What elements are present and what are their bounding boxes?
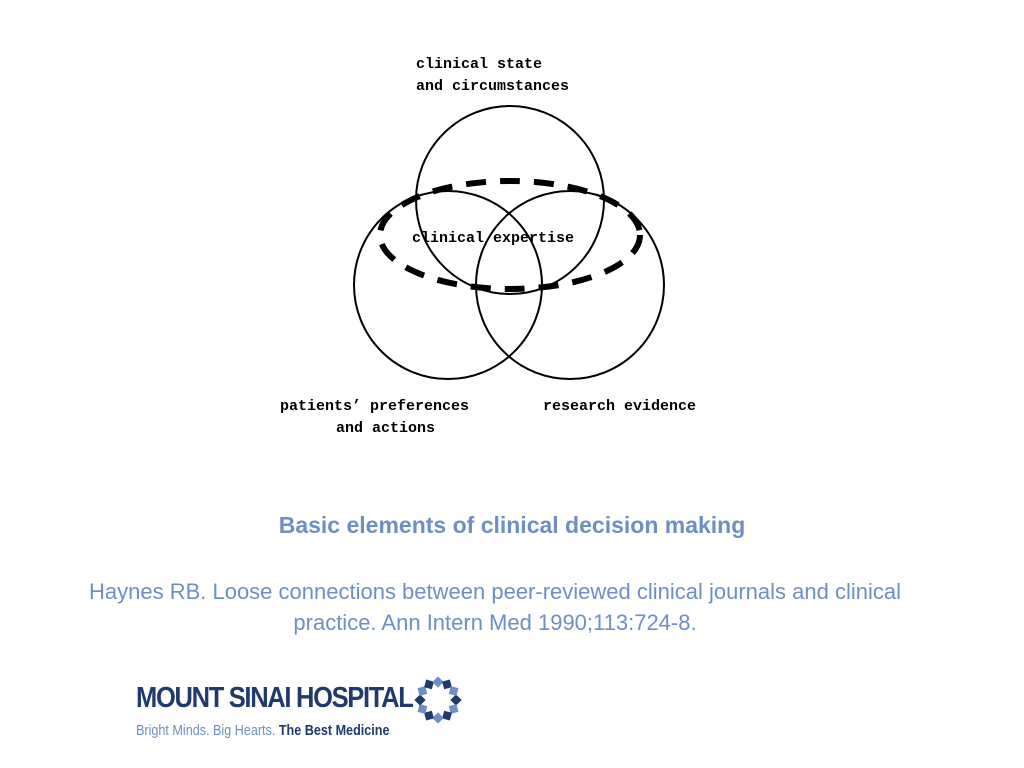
clinical-expertise-ellipse (377, 178, 643, 292)
logo-wordmark: MOUNT SINAI HOSPITAL (136, 682, 414, 714)
logo-tagline: Bright Minds. Big Hearts. The Best Medic… (136, 722, 389, 739)
star-segment (424, 710, 434, 721)
star-segment (417, 686, 428, 696)
star-segment (424, 679, 434, 690)
star-of-david-icon (414, 676, 462, 724)
clinical-state-circle (415, 105, 605, 295)
patients-preferences-label-line2: and actions (336, 420, 435, 437)
star-segment (417, 704, 428, 714)
star-segment (442, 679, 452, 690)
star-segment (442, 710, 452, 721)
star-segment (448, 704, 459, 714)
star-segment (432, 676, 444, 688)
clinical-state-label-line1: clinical state (416, 56, 542, 73)
citation: Haynes RB. Loose connections between pee… (0, 576, 990, 638)
research-evidence-label: research evidence (543, 398, 696, 415)
caption-title: Basic elements of clinical decision maki… (278, 512, 746, 538)
patients-preferences-label-line1: patients’ preferences (280, 398, 469, 415)
citation-line-2: practice. Ann Intern Med 1990;113:724-8. (293, 610, 697, 635)
mount-sinai-logo: MOUNT SINAI HOSPITAL Bright Minds. Big H… (136, 672, 476, 744)
star-segment (450, 694, 462, 706)
citation-line-1: Haynes RB. Loose connections between pee… (88, 579, 901, 604)
venn-diagram: clinical state and circumstances clinica… (280, 56, 696, 437)
star-segment (414, 694, 426, 706)
logo-tagline-plain: Bright Minds. Big Hearts. (136, 722, 279, 739)
clinical-state-label-line2: and circumstances (416, 78, 569, 95)
clinical-expertise-label: clinical expertise (412, 230, 574, 247)
logo-tagline-emphasis: The Best Medicine (278, 722, 390, 739)
star-segment (432, 712, 444, 724)
star-segment (448, 686, 459, 696)
